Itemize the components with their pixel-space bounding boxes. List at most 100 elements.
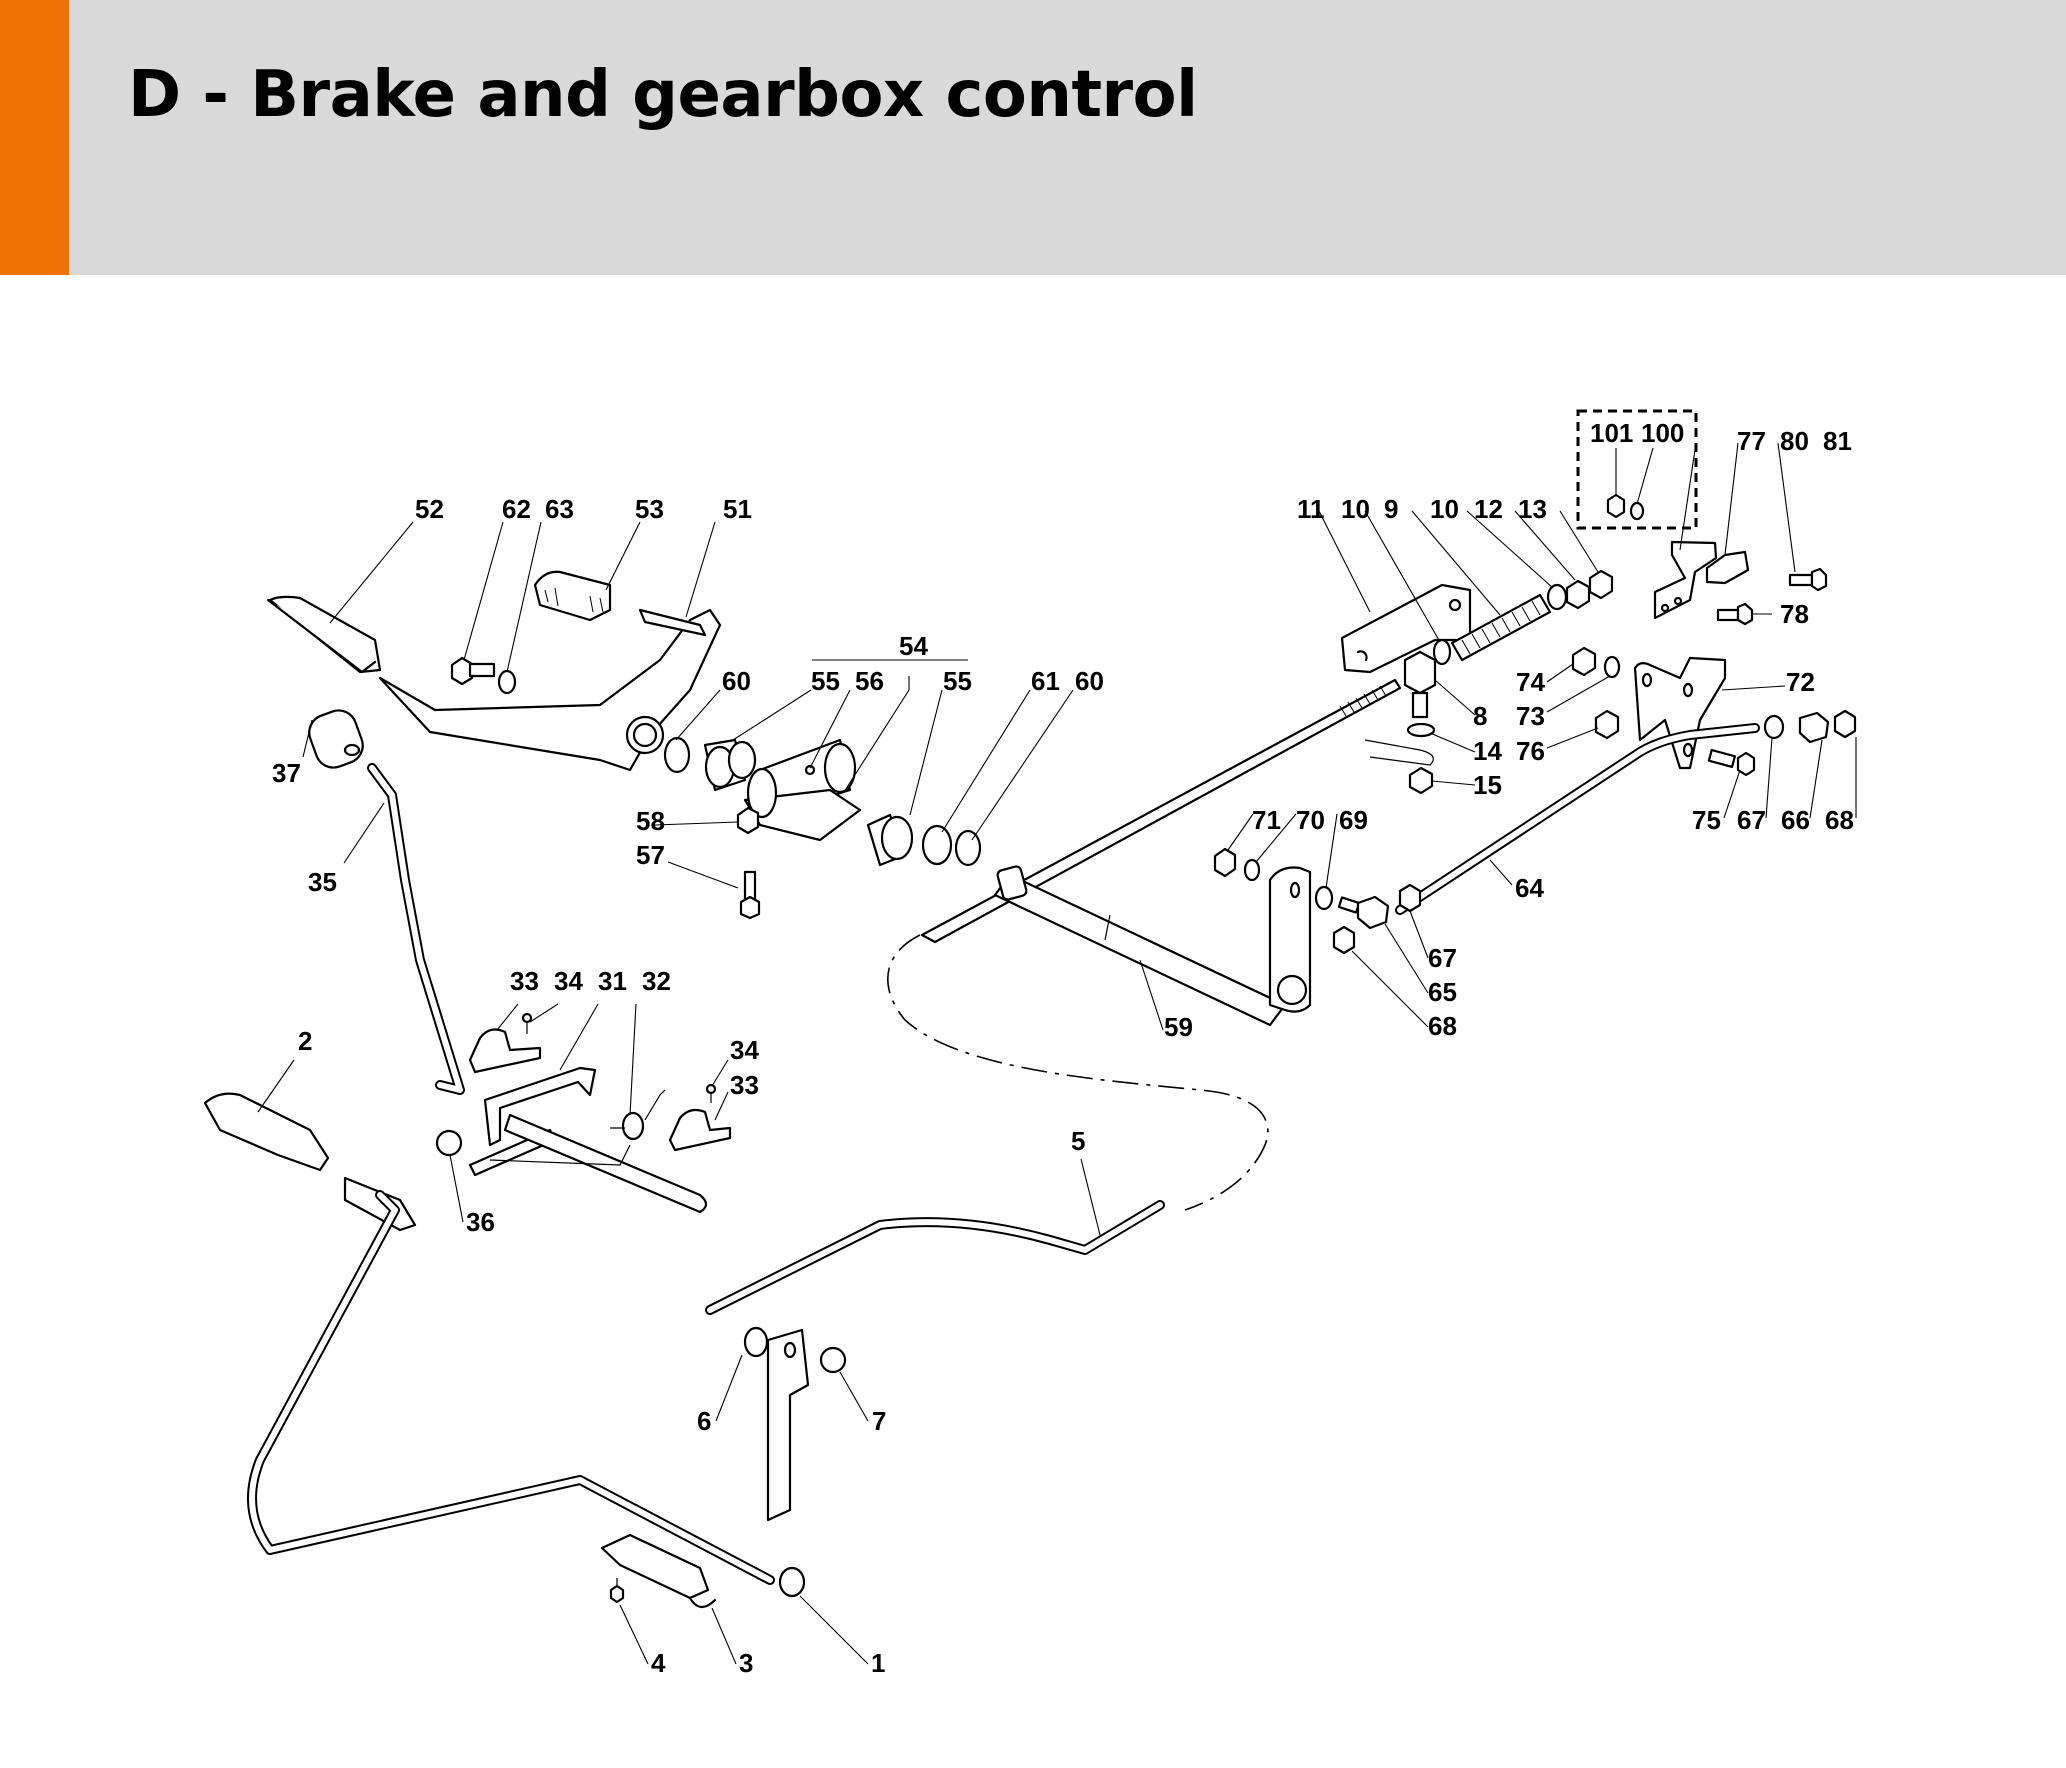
bracket-72 [1633, 656, 1727, 770]
callout-10a: 10 [1341, 494, 1370, 524]
knob-37 [308, 709, 364, 769]
callout-6: 6 [697, 1406, 711, 1436]
cable-5 [705, 1200, 1165, 1315]
nut-71 [1213, 847, 1237, 878]
nut-101 [1606, 493, 1626, 519]
callout-101: 101 [1590, 418, 1633, 448]
pedal-lever-51 [266, 570, 722, 772]
star-washer-7 [819, 1346, 847, 1374]
nut-58 [736, 806, 760, 835]
callout-12: 12 [1474, 494, 1503, 524]
cap-6 [743, 1326, 769, 1358]
callout-64: 64 [1515, 873, 1544, 903]
bracket-11 [1340, 583, 1472, 674]
gear-rod-35 [367, 763, 465, 1095]
nut-68b [1332, 925, 1356, 955]
washer-100 [1629, 501, 1645, 521]
callout-76: 76 [1516, 736, 1545, 766]
callout-33a: 33 [510, 966, 539, 996]
callout-68b: 68 [1428, 1011, 1457, 1041]
bolt-75 [1707, 748, 1756, 777]
callout-61: 61 [1031, 666, 1060, 696]
callout-labels: 52 62 63 53 51 37 35 60 55 56 55 61 60 5… [272, 418, 1854, 1678]
nut-68a [1833, 709, 1857, 739]
callout-65: 65 [1428, 977, 1457, 1007]
washer-10a [1432, 638, 1452, 666]
callout-34b: 34 [730, 1035, 759, 1065]
callout-34a: 34 [554, 966, 583, 996]
bolt-78 [1716, 602, 1754, 626]
callout-7: 7 [872, 1406, 886, 1436]
callout-9: 9 [1384, 494, 1398, 524]
bushing-55b [866, 813, 914, 867]
washer-61 [921, 824, 953, 866]
callout-73: 73 [1516, 701, 1545, 731]
callout-75: 75 [1692, 805, 1721, 835]
callout-69: 69 [1339, 805, 1368, 835]
hinge-tube-54 [743, 738, 862, 842]
callout-63: 63 [545, 494, 574, 524]
callout-58: 58 [636, 806, 665, 836]
leader-lines [257, 442, 1857, 1665]
swivel-66 [1798, 711, 1830, 744]
bracket-1 [766, 1328, 810, 1598]
callout-1: 1 [871, 1648, 885, 1678]
callout-3: 3 [739, 1648, 753, 1678]
screw-4 [609, 1578, 625, 1604]
bolt-81 [1788, 567, 1828, 592]
star-washer-36 [435, 1129, 463, 1157]
clamp-33b [668, 1108, 732, 1152]
rod-64 [1395, 723, 1760, 915]
callout-group-54: 54 [899, 631, 928, 661]
brake-lever-31 [468, 1066, 708, 1214]
callout-35: 35 [308, 867, 337, 897]
callout-72: 72 [1786, 667, 1815, 697]
callout-80: 80 [1780, 426, 1809, 456]
callout-10b: 10 [1430, 494, 1459, 524]
screw-34a [521, 1012, 533, 1034]
callout-55b: 55 [943, 666, 972, 696]
cable-route-dashed [887, 934, 1269, 1211]
clamp-33a [468, 1028, 542, 1074]
nut-67b [1398, 883, 1422, 913]
callout-15: 15 [1473, 770, 1502, 800]
washer-73 [1603, 655, 1621, 679]
callout-32: 32 [642, 966, 671, 996]
callout-57: 57 [636, 840, 665, 870]
callout-71: 71 [1252, 805, 1281, 835]
callout-37: 37 [272, 758, 301, 788]
spring-32 [610, 1089, 666, 1141]
callout-2: 2 [298, 1026, 312, 1056]
callout-31: 31 [598, 966, 627, 996]
control-rod [920, 678, 1402, 944]
callout-81: 81 [1823, 426, 1852, 456]
screw-34b [705, 1083, 717, 1103]
nut-13 [1588, 569, 1614, 600]
page-title: D - Brake and gearbox control [128, 58, 1198, 132]
callout-68a: 68 [1825, 805, 1854, 835]
washer-63 [497, 669, 517, 695]
circlip-60b [954, 829, 982, 867]
pivot-8 [1403, 650, 1437, 719]
callout-62: 62 [502, 494, 531, 524]
callout-60a: 60 [722, 666, 751, 696]
link-plate [1364, 739, 1434, 766]
plate-80 [1705, 550, 1750, 585]
callout-55a: 55 [811, 666, 840, 696]
callout-70: 70 [1296, 805, 1325, 835]
callout-67a: 67 [1737, 805, 1766, 835]
nut-12 [1565, 579, 1591, 610]
callout-78: 78 [1780, 599, 1809, 629]
callout-60b: 60 [1075, 666, 1104, 696]
washer-14 [1406, 722, 1436, 738]
optional-parts-box [1576, 409, 1698, 530]
circlip-60a [663, 736, 691, 774]
callout-52: 52 [415, 494, 444, 524]
callout-53: 53 [635, 494, 664, 524]
callout-51: 51 [723, 494, 752, 524]
nut-15 [1408, 766, 1434, 795]
brake-rod [247, 1190, 775, 1585]
callout-36: 36 [466, 1207, 495, 1237]
callout-74: 74 [1516, 667, 1545, 697]
